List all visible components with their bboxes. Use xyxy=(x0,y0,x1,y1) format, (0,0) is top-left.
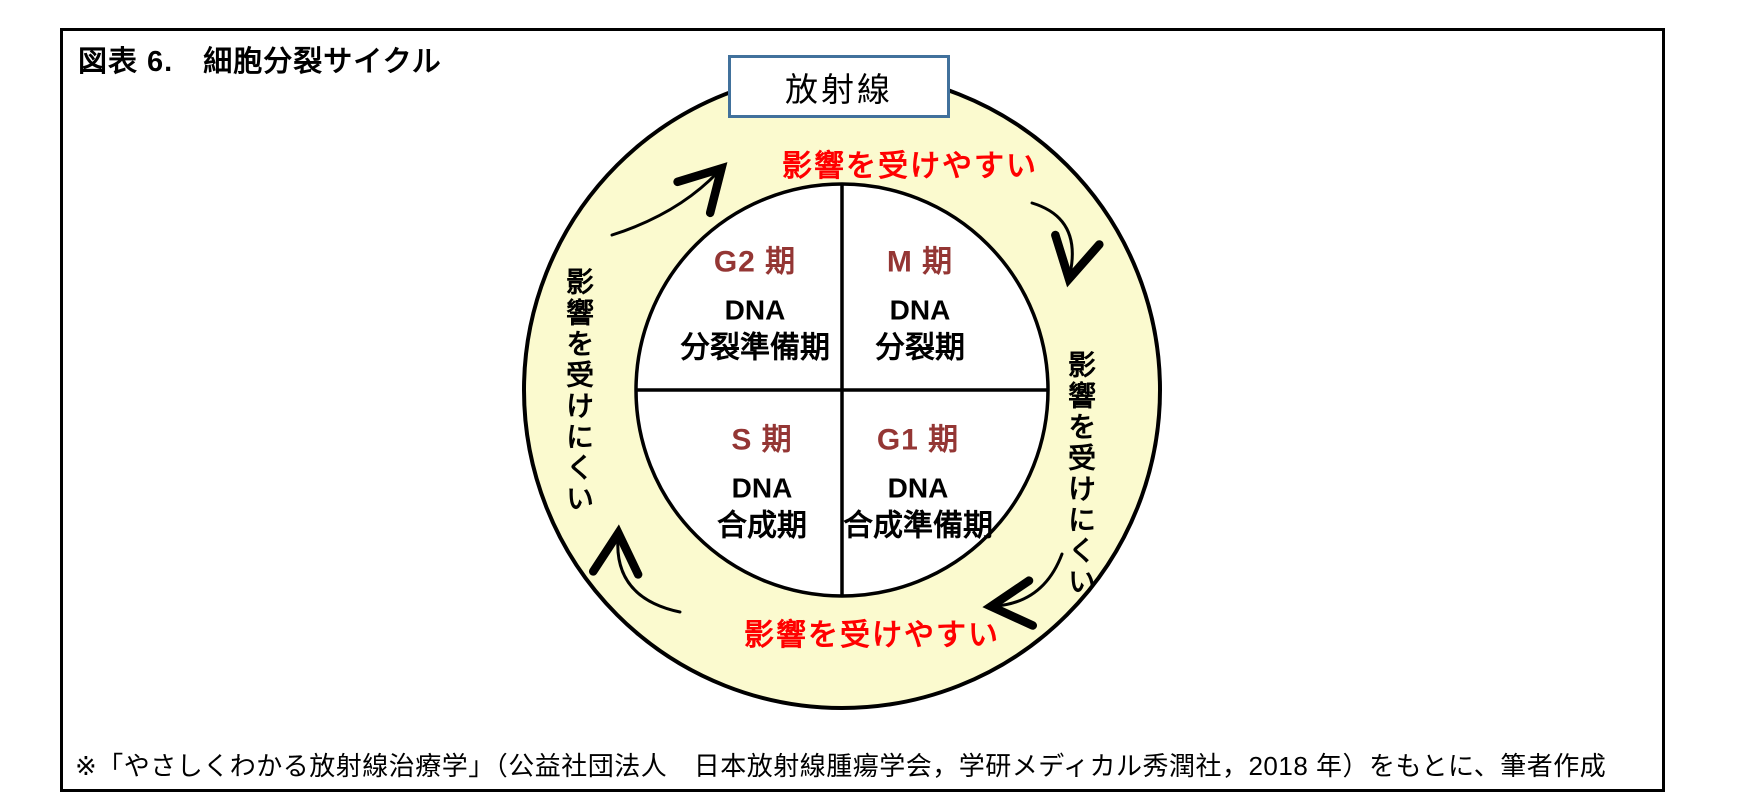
resistant-label-right: 影響を受けにくい xyxy=(1065,350,1096,598)
quadrant-m-line1: DNA xyxy=(889,294,951,326)
quadrant-s-phase: S 期 xyxy=(731,423,793,457)
cycle-arrow-top-right xyxy=(1030,201,1104,288)
source-footnote: ※「やさしくわかる放射線治療学」（公益社団法人 日本放射線腫瘍学会，学研メディカ… xyxy=(75,751,1607,781)
figure-title: 図表 6. 細胞分裂サイクル xyxy=(78,46,442,78)
cycle-arrow-top-left xyxy=(610,162,728,237)
radiation-box: 放射線 xyxy=(728,55,950,118)
quadrant-s-line1: DNA xyxy=(731,472,793,504)
quadrant-m: M 期 DNA 分裂期 xyxy=(875,236,965,367)
quadrant-g1-phase: G1 期 xyxy=(876,423,960,457)
quadrant-s: S 期 DNA 合成期 xyxy=(717,414,807,545)
sensitive-label-top: 影響を受けやすい xyxy=(782,150,1038,183)
sensitive-label-bottom: 影響を受けやすい xyxy=(744,619,1000,652)
cycle-arrow-bottom-right xyxy=(982,552,1064,630)
quadrant-m-phase: M 期 xyxy=(886,245,954,279)
quadrant-g2: G2 期 DNA 分裂準備期 xyxy=(680,236,830,367)
quadrant-g1-line1: DNA xyxy=(887,472,949,504)
figure-frame xyxy=(60,28,1665,792)
cycle-arrow-bottom-left xyxy=(588,524,682,614)
quadrant-g2-line1: DNA xyxy=(724,294,786,326)
quadrant-g1-line2: 合成準備期 xyxy=(843,509,993,543)
quadrant-g2-line2: 分裂準備期 xyxy=(680,331,830,365)
radiation-label: 放射線 xyxy=(785,72,893,109)
quadrant-g2-phase: G2 期 xyxy=(713,245,797,279)
quadrant-s-line2: 合成期 xyxy=(717,509,807,543)
quadrant-m-line2: 分裂期 xyxy=(875,331,965,365)
quadrant-g1: G1 期 DNA 合成準備期 xyxy=(843,414,993,545)
resistant-label-left: 影響を受けにくい xyxy=(563,267,594,515)
